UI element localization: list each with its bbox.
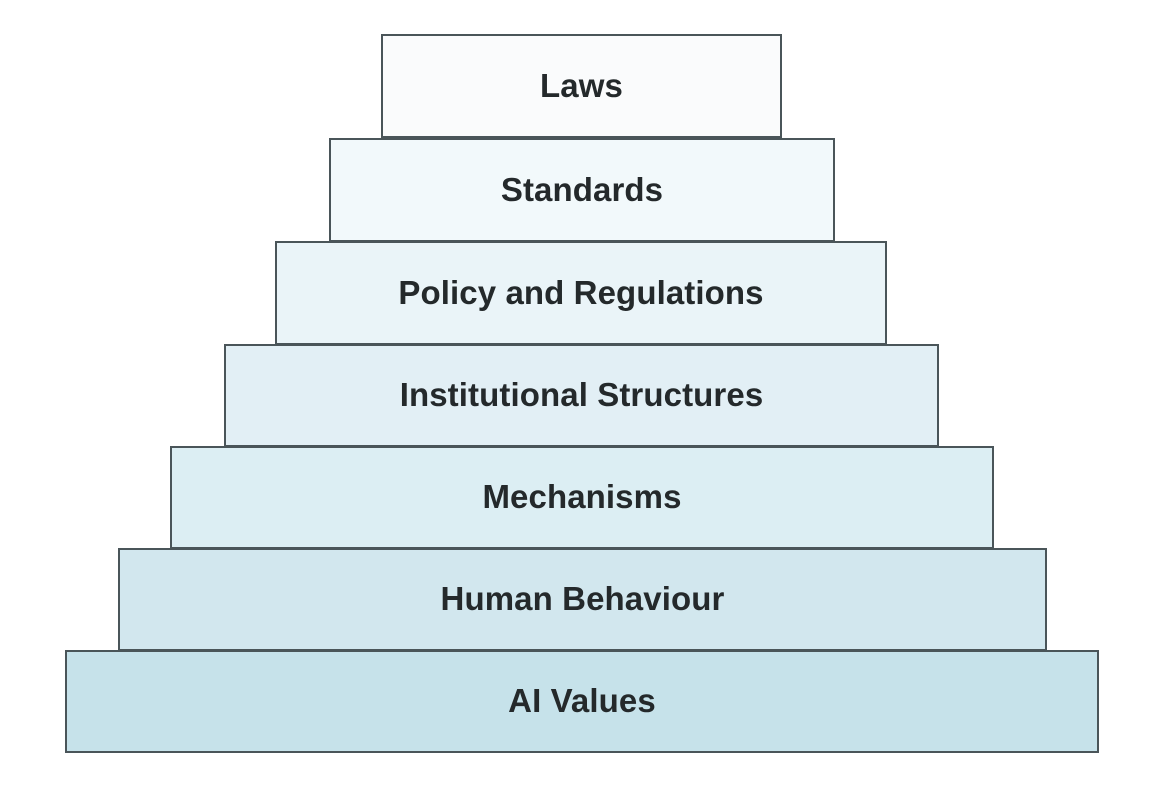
pyramid-level-institutional-structures[interactable]: Institutional Structures [224,344,939,447]
pyramid-level-label: Standards [500,170,664,208]
pyramid-level-label: Mechanisms [482,478,682,516]
pyramid-level-label: AI Values [508,682,656,720]
pyramid-level-label: Institutional Structures [399,376,764,414]
pyramid-level-ai-values[interactable]: AI Values [65,650,1099,753]
pyramid-level-mechanisms[interactable]: Mechanisms [170,446,994,549]
pyramid-level-label: Human Behaviour [440,580,725,618]
pyramid-level-label: Laws [540,66,623,104]
pyramid-level-human-behaviour[interactable]: Human Behaviour [118,548,1047,651]
pyramid-level-standards[interactable]: Standards [329,138,835,242]
pyramid-level-policy-and-regulations[interactable]: Policy and Regulations [275,241,887,345]
pyramid-level-label: Policy and Regulations [398,273,764,311]
pyramid-level-laws[interactable]: Laws [381,34,782,138]
